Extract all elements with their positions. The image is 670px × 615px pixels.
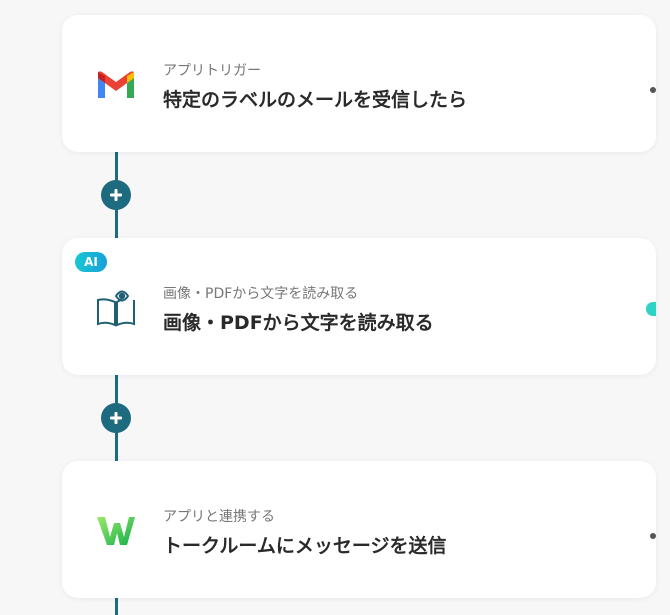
step-action-title: 特定のラベルのメールを受信したら xyxy=(163,89,468,111)
flow-step-card-lineworks[interactable]: アプリと連携する トークルームにメッセージを送信 xyxy=(62,461,656,598)
step-app-label: 画像・PDFから文字を読み取る xyxy=(163,286,359,302)
plus-icon xyxy=(110,189,122,201)
lineworks-icon xyxy=(94,509,138,553)
flow-step-card-gmail-trigger[interactable]: アプリトリガー 特定のラベルのメールを受信したら xyxy=(62,15,656,152)
add-step-button[interactable] xyxy=(101,403,131,433)
card-edge-handle xyxy=(650,533,656,539)
ocr-book-eye-icon xyxy=(94,286,138,330)
flow-step-card-ocr[interactable]: 画像・PDFから文字を読み取る 画像・PDFから文字を読み取る xyxy=(62,238,656,375)
step-app-label: アプリトリガー xyxy=(163,63,261,79)
flow-connector-line xyxy=(115,597,118,615)
add-step-button[interactable] xyxy=(101,180,131,210)
card-edge-handle xyxy=(646,302,656,316)
step-action-title: 画像・PDFから文字を読み取る xyxy=(163,312,434,334)
step-app-label: アプリと連携する xyxy=(163,509,275,525)
gmail-icon xyxy=(94,63,138,107)
card-edge-handle xyxy=(650,87,656,93)
plus-icon xyxy=(110,412,122,424)
step-action-title: トークルームにメッセージを送信 xyxy=(163,535,447,557)
ai-badge: AI xyxy=(75,252,107,272)
